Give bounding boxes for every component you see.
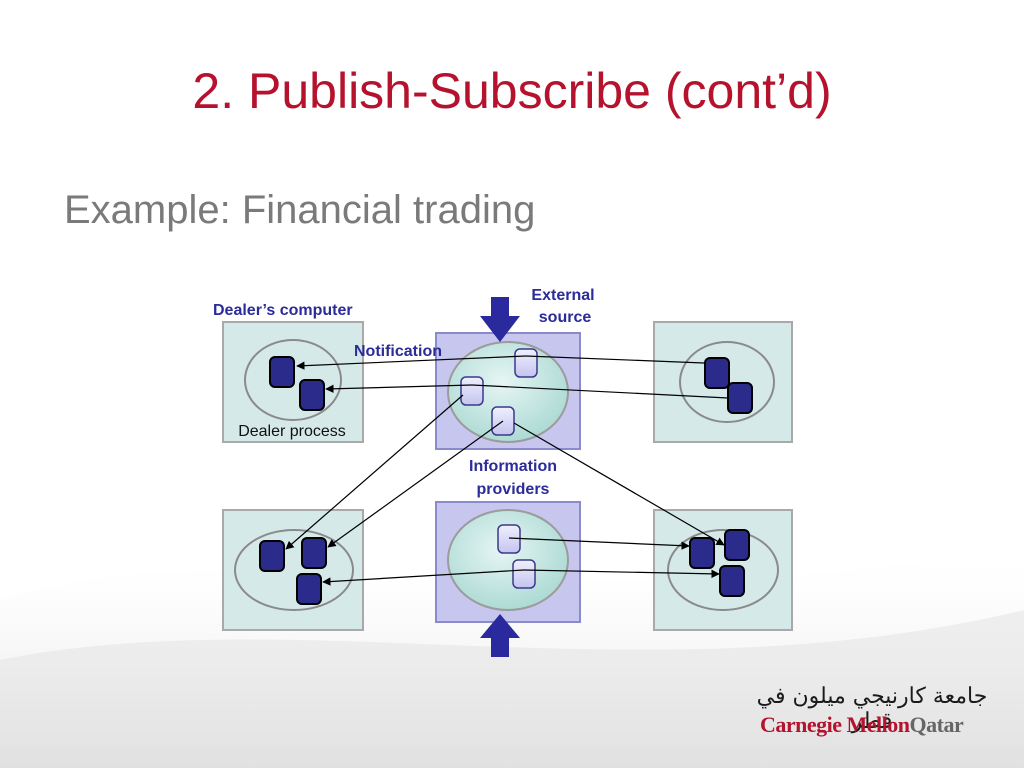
provider-process-node xyxy=(512,559,536,589)
process-node xyxy=(704,357,730,389)
provider-process-node xyxy=(497,524,521,554)
information-provider-bottom xyxy=(435,501,581,623)
university-logo: جامعة كارنيجي ميلون في قطر Carnegie Mell… xyxy=(756,684,988,744)
provider-process-node xyxy=(460,376,484,406)
process-node xyxy=(259,540,285,572)
information-providers-label-line2: providers xyxy=(477,481,550,498)
logo-arabic-text: جامعة كارنيجي ميلون في قطر xyxy=(756,684,988,734)
logo-name-part1: Carnegie Mellon xyxy=(760,712,910,737)
notification-label: Notification xyxy=(354,343,442,360)
process-node xyxy=(301,537,327,569)
external-source-label-line1: External xyxy=(531,287,594,304)
logo-name-part2: Qatar xyxy=(909,712,964,737)
slide-subtitle: Example: Financial trading xyxy=(64,188,536,232)
external-source-arrow-icon xyxy=(480,297,520,342)
provider-process-node xyxy=(514,348,538,378)
process-node xyxy=(719,565,745,597)
process-node xyxy=(269,356,295,388)
process-node xyxy=(724,529,750,561)
dealer-computer-top-right xyxy=(653,321,793,443)
logo-english-text: Carnegie MellonQatar xyxy=(760,712,964,738)
process-node xyxy=(299,379,325,411)
dealer-process-label: Dealer process xyxy=(238,423,346,440)
process-node xyxy=(689,537,715,569)
notification-arrows xyxy=(285,355,729,586)
dealer-computer-bottom-right xyxy=(653,509,793,631)
dealer-computer-top-left xyxy=(222,321,364,443)
slide-title: 2. Publish-Subscribe (cont’d) xyxy=(192,63,832,119)
external-source-arrow-up-icon xyxy=(480,614,520,657)
information-provider-top xyxy=(435,332,581,450)
dealer-computer-bottom-left xyxy=(222,509,364,631)
process-node xyxy=(296,573,322,605)
information-providers-label-line1: Information xyxy=(469,458,557,475)
dealers-computer-label: Dealer’s computer xyxy=(213,302,353,319)
process-node xyxy=(727,382,753,414)
external-source-label-line2: source xyxy=(539,309,592,326)
